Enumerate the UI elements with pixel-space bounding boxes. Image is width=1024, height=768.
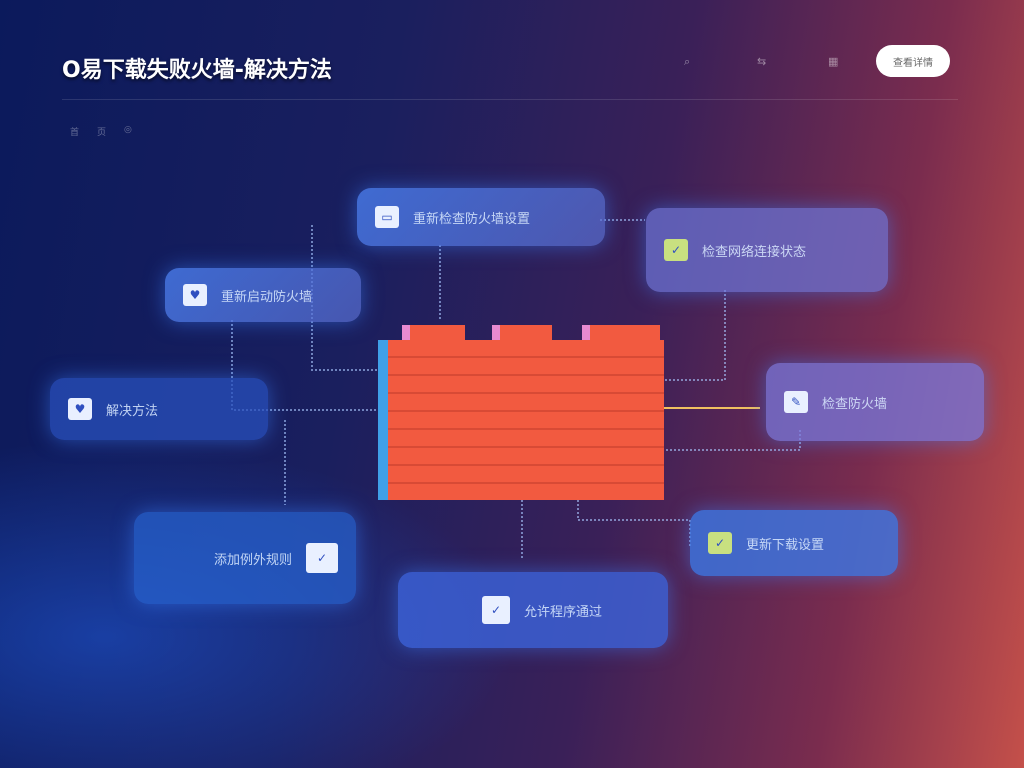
card-solution[interactable]: ♥ 解决方法 <box>50 378 268 440</box>
card-restart-firewall[interactable]: ♥ 重新启动防火墙 <box>165 268 361 322</box>
page-title: O易下载失败火墙-解决方法 <box>62 58 332 83</box>
wall-merlon <box>590 325 660 343</box>
breadcrumb: 首 页 ◎ <box>70 125 132 138</box>
header: O易下载失败火墙-解决方法 ⌕ ⇆ ▦ 查看详情 <box>62 45 958 100</box>
card-label: 重新启动防火墙 <box>221 289 313 305</box>
check-icon: ✓ <box>664 239 688 261</box>
window-icon: ▭ <box>375 206 399 228</box>
wall-merlon <box>410 325 465 343</box>
check-icon: ✓ <box>306 543 338 573</box>
wall-merlon <box>500 325 552 343</box>
breadcrumb-item[interactable]: ◎ <box>124 125 132 135</box>
share-icon[interactable]: ⇆ <box>757 55 767 68</box>
card-add-exception[interactable]: ✓ 添加例外规则 <box>134 512 356 604</box>
edit-icon: ✎ <box>784 391 808 413</box>
view-details-button[interactable]: 查看详情 <box>876 45 950 77</box>
firewall-illustration <box>388 340 664 500</box>
shield-icon: ♥ <box>68 398 92 420</box>
card-label: 允许程序通过 <box>524 604 603 620</box>
card-network-status[interactable]: ✓ 检查网络连接状态 <box>646 208 888 292</box>
card-label: 检查防火墙 <box>822 396 888 412</box>
card-label: 解决方法 <box>106 403 159 419</box>
card-allow-program[interactable]: ✓ 允许程序通过 <box>398 572 668 648</box>
card-label: 更新下载设置 <box>746 537 825 553</box>
card-label: 重新检查防火墙设置 <box>413 211 531 227</box>
check-icon: ✓ <box>482 596 510 624</box>
shield-icon: ♥ <box>183 284 207 306</box>
breadcrumb-item[interactable]: 页 <box>97 128 107 138</box>
check-icon: ✓ <box>708 532 732 554</box>
card-update-download[interactable]: ✓ 更新下载设置 <box>690 510 898 576</box>
search-icon[interactable]: ⌕ <box>684 55 691 68</box>
menu-icon[interactable]: ▦ <box>828 55 839 68</box>
breadcrumb-item[interactable]: 首 <box>70 128 80 138</box>
card-firewall-settings[interactable]: ▭ 重新检查防火墙设置 <box>357 188 605 246</box>
card-check-firewall[interactable]: ✎ 检查防火墙 <box>766 363 984 441</box>
card-label: 检查网络连接状态 <box>702 244 807 260</box>
card-label: 添加例外规则 <box>213 552 292 568</box>
